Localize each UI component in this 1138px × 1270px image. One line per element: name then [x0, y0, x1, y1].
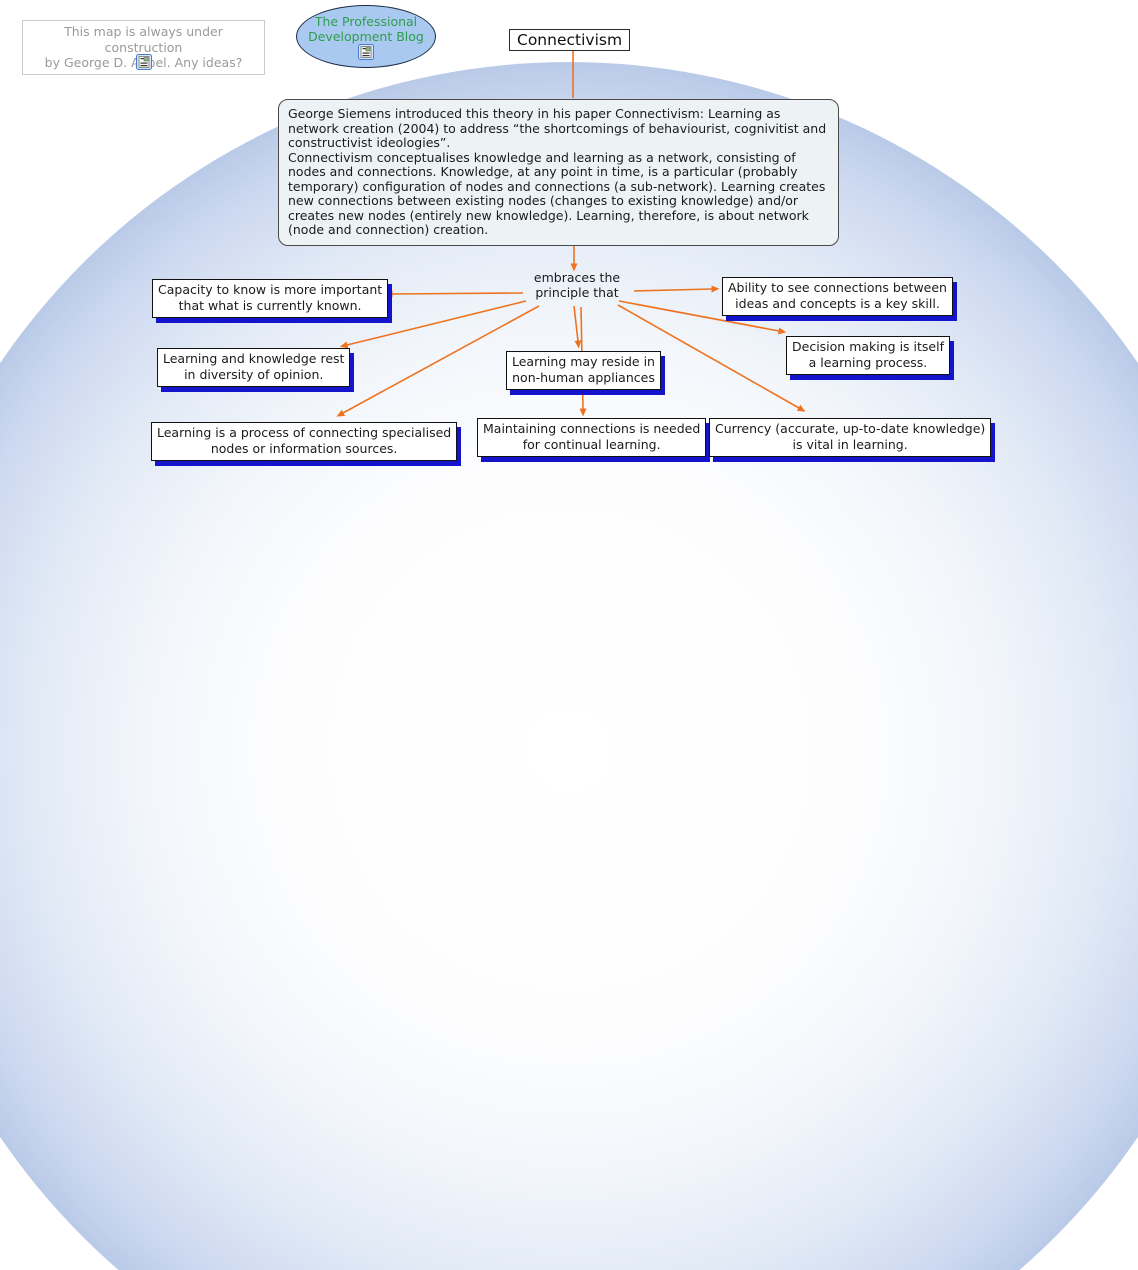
blog-ellipse-label: The Professional Development Blog	[308, 13, 424, 44]
connector-arrow	[336, 305, 540, 417]
principle-decision[interactable]: Decision making is itself a learning pro…	[786, 336, 950, 375]
connector-arrow	[573, 305, 582, 349]
connector-arrow	[617, 304, 806, 412]
principle-diversity[interactable]: Learning and knowledge rest in diversity…	[157, 348, 351, 387]
connector-arrow	[633, 285, 720, 293]
root-concept-connectivism[interactable]: Connectivism	[509, 29, 631, 51]
connector-arrow	[384, 290, 524, 298]
principle-currency[interactable]: Currency (accurate, up-to-date knowledge…	[709, 418, 992, 457]
blog-ellipse[interactable]: The Professional Development Blog	[296, 5, 436, 68]
resource-icon[interactable]	[136, 54, 152, 74]
principle-maintaining[interactable]: Maintaining connections is needed for co…	[477, 418, 707, 457]
principle-capacity[interactable]: Capacity to know is more important that …	[152, 279, 389, 318]
description-node[interactable]: George Siemens introduced this theory in…	[278, 99, 839, 246]
linking-phrase[interactable]: embraces the principle that	[533, 270, 621, 300]
principle-connecting[interactable]: Learning is a process of connecting spec…	[151, 422, 458, 461]
principle-ability[interactable]: Ability to see connections between ideas…	[722, 277, 953, 316]
connector-arrow	[339, 300, 527, 349]
principle-non-human[interactable]: Learning may reside in non-human applian…	[506, 351, 661, 390]
connector-lines	[336, 51, 806, 417]
resource-icon[interactable]	[358, 43, 374, 60]
connector-arrow	[618, 300, 787, 335]
